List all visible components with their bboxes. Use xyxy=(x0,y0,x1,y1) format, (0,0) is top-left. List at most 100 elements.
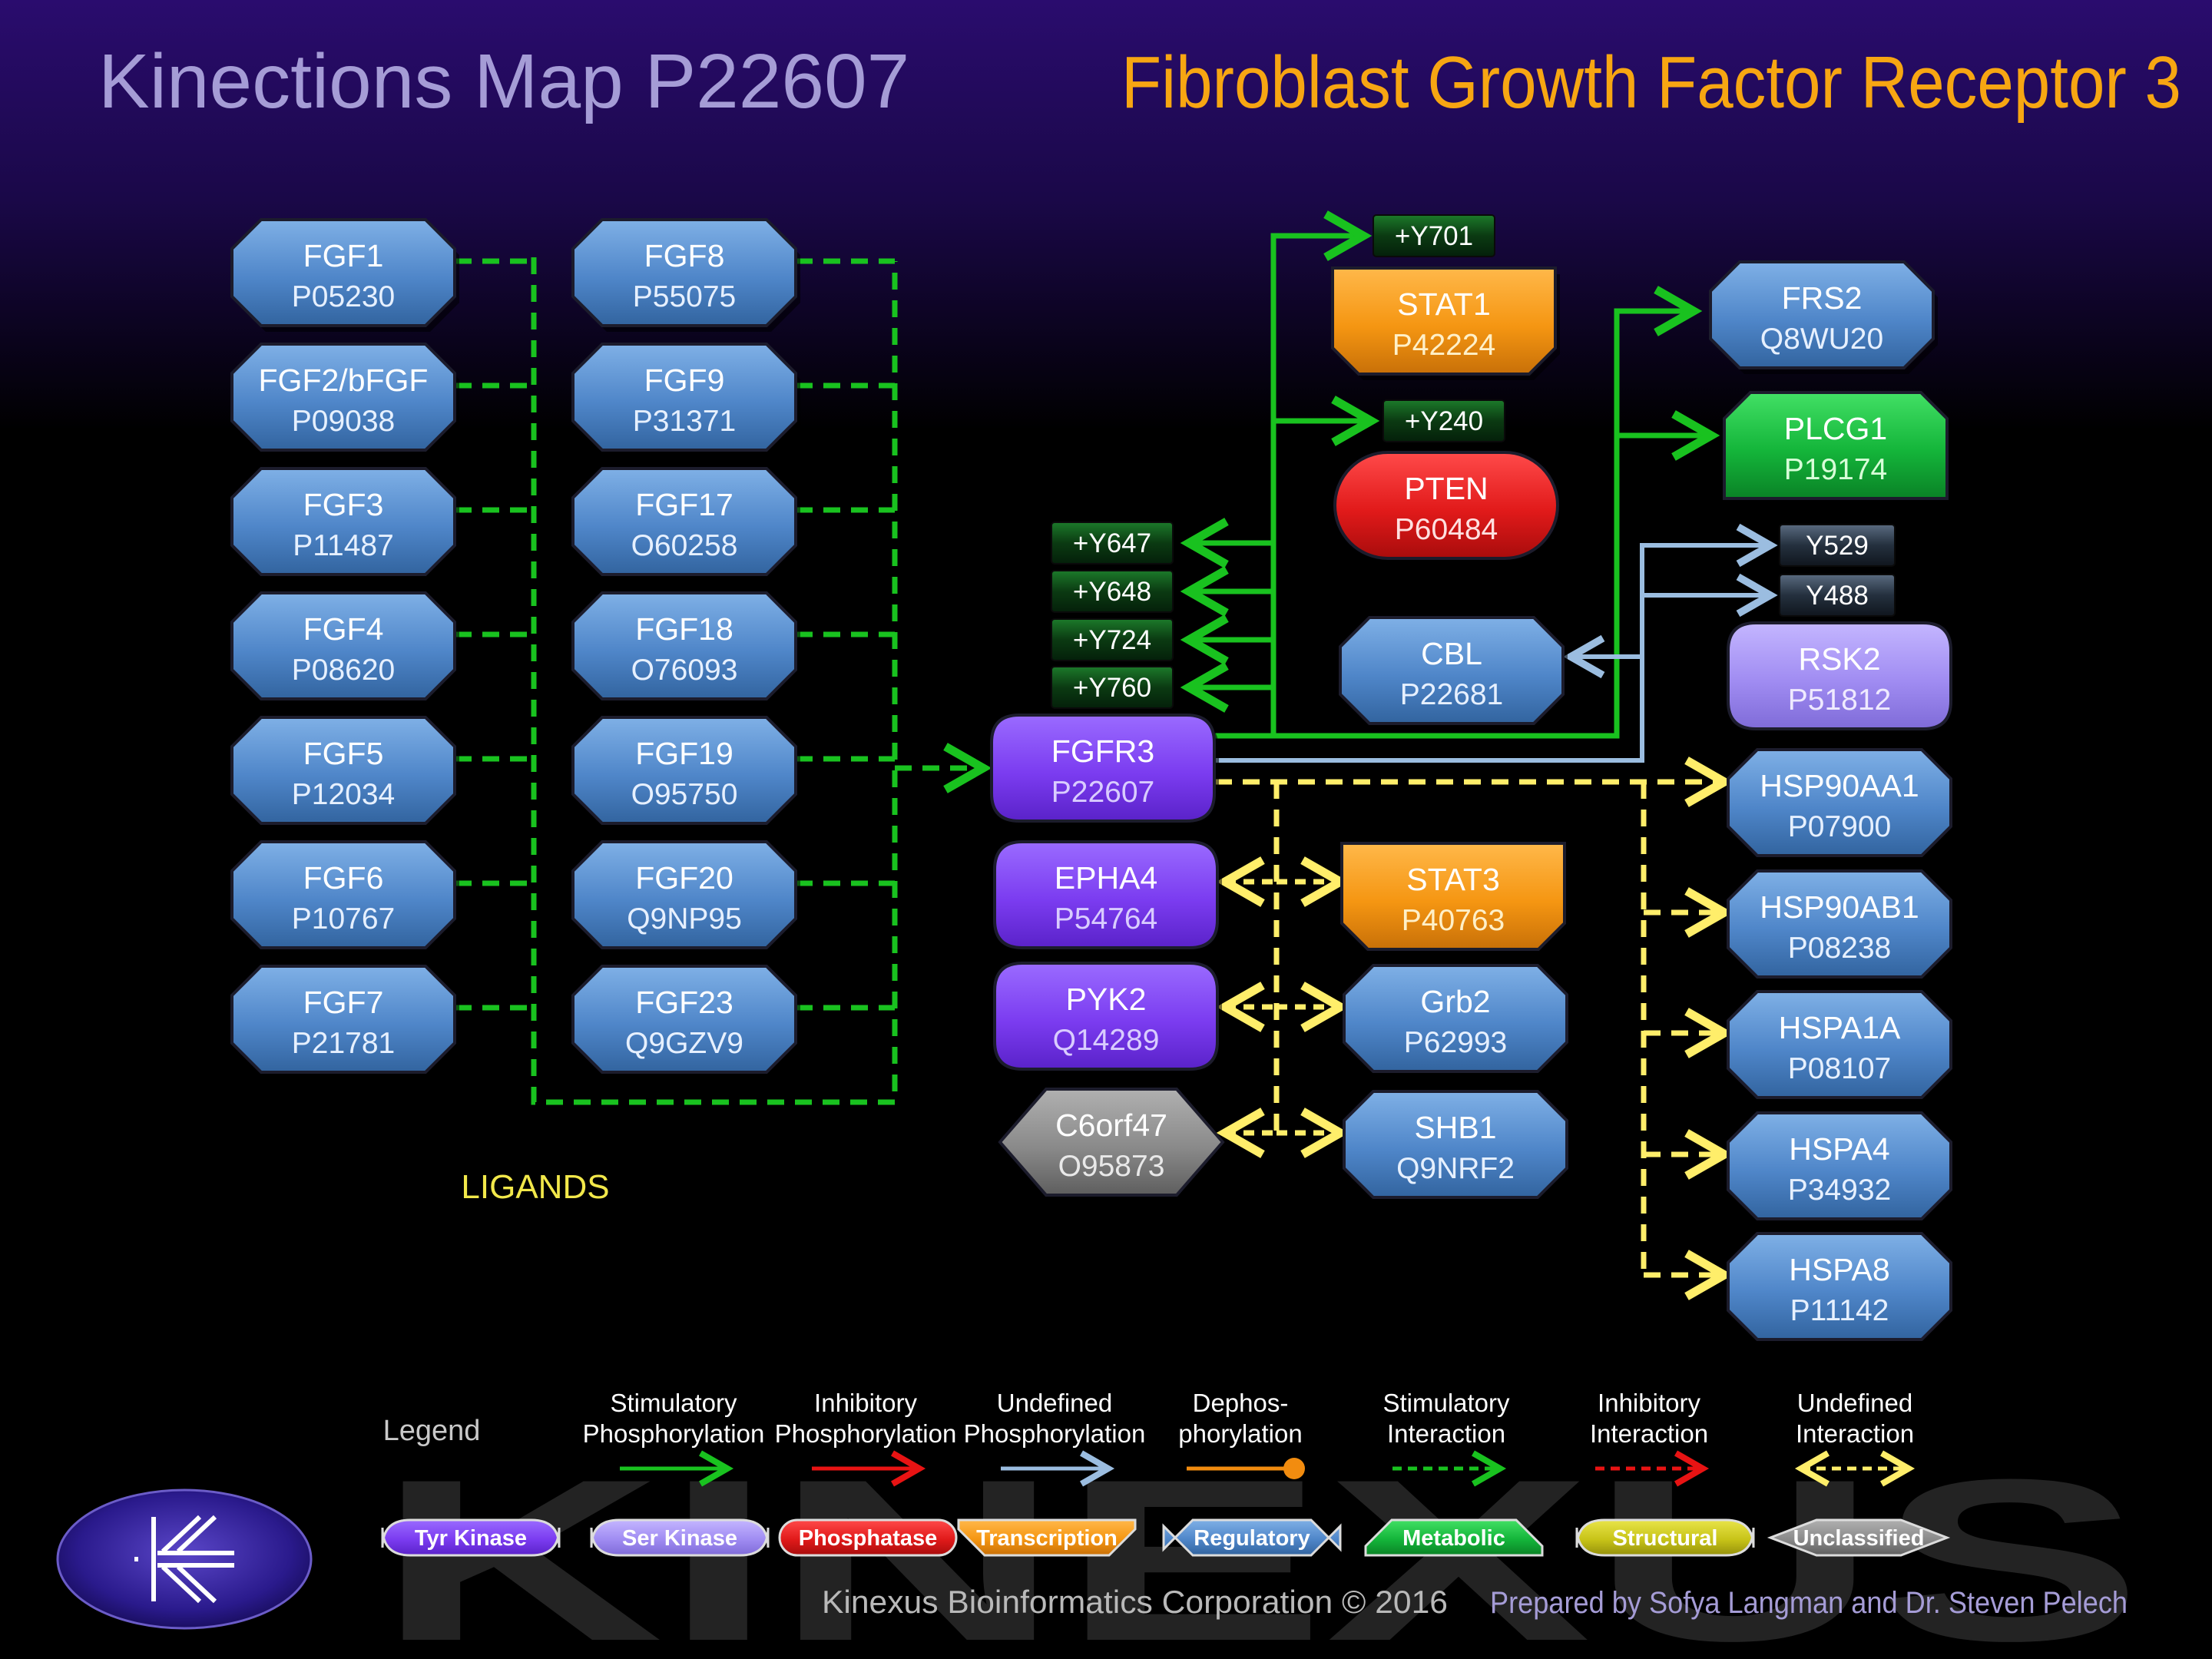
protein-name: C6orf47 xyxy=(1055,1108,1167,1143)
protein-accession: P08620 xyxy=(292,654,395,687)
legend-chip-label: Unclassified xyxy=(1793,1526,1925,1551)
phosphosite-y760: +Y760 xyxy=(1051,666,1174,709)
phosphosite-label: +Y724 xyxy=(1073,625,1151,655)
protein-name: STAT3 xyxy=(1406,862,1500,897)
protein-accession: P62993 xyxy=(1404,1026,1507,1059)
legend-chip-metabolic: Metabolic xyxy=(1364,1518,1544,1557)
protein-name: FGF8 xyxy=(644,238,725,273)
protein-accession: P12034 xyxy=(292,778,395,811)
protein-node-shape xyxy=(230,716,456,825)
protein-name: FRS2 xyxy=(1782,280,1863,316)
phosphosite-label: Y488 xyxy=(1806,581,1869,611)
protein-name: Grb2 xyxy=(1420,984,1490,1019)
protein-name: FGF19 xyxy=(635,736,733,771)
footer-prepared-by: Prepared by Sofya Langman and Dr. Steven… xyxy=(1490,1586,2128,1620)
legend-chip-regulatory: Regulatory xyxy=(1162,1518,1342,1557)
protein-node-shape xyxy=(1727,990,1952,1099)
protein-accession: P05230 xyxy=(292,280,395,313)
phosphosite-y701: +Y701 xyxy=(1373,214,1495,257)
protein-accession: P31371 xyxy=(633,405,736,438)
phosphosite-label: Y529 xyxy=(1806,531,1869,561)
protein-accession: P51812 xyxy=(1788,684,1891,717)
protein-node-shape xyxy=(571,591,797,700)
protein-name: FGF18 xyxy=(635,611,733,647)
protein-accession: O95750 xyxy=(631,778,738,811)
protein-accession: P19174 xyxy=(1784,453,1887,486)
protein-name: FGF2/bFGF xyxy=(259,363,429,398)
protein-node-shape xyxy=(1339,616,1565,725)
protein-accession: P08238 xyxy=(1788,932,1891,965)
phosphosite-label: +Y240 xyxy=(1405,406,1483,436)
ligands-label: LIGANDS xyxy=(461,1168,609,1206)
protein-name: FGF5 xyxy=(303,736,384,771)
protein-accession: P11487 xyxy=(293,529,394,562)
map-title: Kinections Map P22607 xyxy=(98,38,909,124)
protein-node-shape xyxy=(230,218,456,327)
protein-node-shape xyxy=(1333,451,1559,560)
protein-node-shape xyxy=(993,840,1219,949)
protein-node-shape xyxy=(1343,1090,1568,1199)
protein-node-shape xyxy=(1331,267,1557,376)
legend-label-line2: Phosphorylation xyxy=(775,1419,957,1448)
protein-node-shape xyxy=(998,1088,1225,1197)
protein-accession: P07900 xyxy=(1788,810,1891,843)
protein-accession: Q8WU20 xyxy=(1760,323,1883,356)
footer-copyright: Kinexus Bioinformatics Corporation © 201… xyxy=(822,1584,1448,1620)
legend-chip-label: Structural xyxy=(1613,1526,1718,1551)
protein-node-shape xyxy=(1343,964,1568,1073)
protein-accession: P21781 xyxy=(292,1027,395,1060)
legend-chip-label: Transcription xyxy=(976,1526,1118,1551)
protein-name: PTEN xyxy=(1404,471,1488,506)
phosphosite-y648: +Y648 xyxy=(1051,570,1174,613)
legend-chip-label: Ser Kinase xyxy=(622,1526,737,1551)
protein-accession: P08107 xyxy=(1788,1052,1891,1085)
protein-node-fgf2[interactable]: FGF2/bFGF P09038 xyxy=(230,343,459,456)
protein-accession: P09038 xyxy=(292,405,395,438)
legend-chip-unclassified: Unclassified xyxy=(1767,1518,1951,1557)
protein-node-shape xyxy=(1727,1111,1952,1220)
legend-label-line1: Dephos- xyxy=(1193,1389,1289,1417)
legend-label-line2: Phosphorylation xyxy=(583,1419,765,1448)
protein-accession: Q9GZV9 xyxy=(625,1027,743,1060)
protein-node-shape xyxy=(571,218,797,327)
phosphosite-label: +Y647 xyxy=(1073,528,1151,558)
kinexus-logo xyxy=(56,1488,313,1630)
protein-node-shape xyxy=(230,591,456,700)
protein-accession: Q9NP95 xyxy=(627,902,742,935)
